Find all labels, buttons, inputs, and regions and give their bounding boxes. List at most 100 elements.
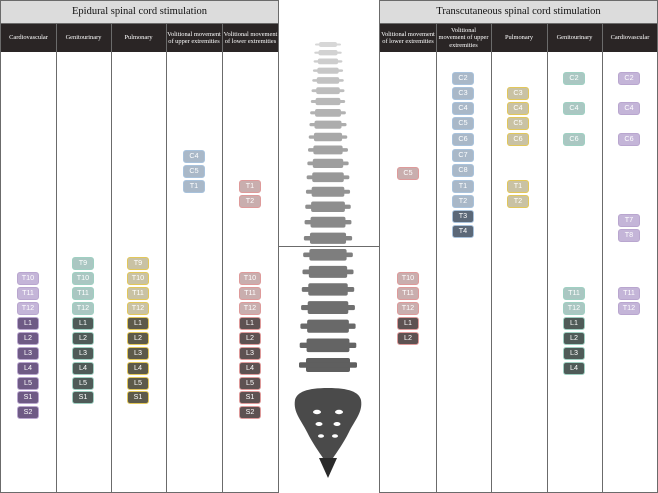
vertebra-process [310,111,346,115]
transcutaneous-upper-badge-t4: T4 [452,225,474,238]
epidural-col-pulmonary: Pulmonary [124,34,153,42]
transcutaneous-cardiovascular-badge-t7: T7 [618,214,640,227]
epidural-pulmonary-badge-t10: T10 [127,272,149,285]
epidural-genitourinary-badge-s1: S1 [72,391,94,404]
epidural-genitourinary-badge-l2: L2 [72,332,94,345]
epidural-cardiovascular-badge-l4: L4 [17,362,39,375]
transcutaneous-title: Transcutaneous spinal cord stimulation [380,1,657,24]
epidural-title: Epidural spinal cord stimulation [1,1,278,24]
epidural-upper-badge-c4: C4 [183,150,205,163]
transcutaneous-cardiovascular-badge-t11: T11 [618,287,640,300]
epidural-genitourinary-badge-l3: L3 [72,347,94,360]
epidural-cardiovascular-badge-t10: T10 [17,272,39,285]
transcutaneous-cardiovascular-badge-t8: T8 [618,229,640,242]
transcutaneous-genitourinary-badge-c6: C6 [563,133,585,146]
divider [602,24,603,492]
transcutaneous-genitourinary-badge-l4: L4 [563,362,585,375]
vertebra-process [303,235,353,241]
transcutaneous-upper-badge-t3: T3 [452,210,474,223]
epidural-pulmonary-badge-t12: T12 [127,302,149,315]
epidural-col-cardiovascular: Cardiovascular [9,34,48,42]
transcutaneous-lower-badge-t11: T11 [397,287,419,300]
epidural-col-genitourinary: Genitourinary [65,34,102,42]
epidural-pulmonary-badge-l3: L3 [127,347,149,360]
vertebrae-group [299,42,357,372]
transcutaneous-genitourinary-badge-c2: C2 [563,72,585,85]
vertebra-process [304,220,352,225]
vertebra-process [305,189,351,194]
epidural-lower-badge-s2: S2 [239,406,261,419]
transcutaneous-header-bar [380,24,657,52]
epidural-upper-badge-t1: T1 [183,180,205,193]
vertebra-process [310,100,346,103]
epidural-upper-badge-c5: C5 [183,165,205,178]
divider [279,246,379,247]
epidural-pulmonary-badge-l5: L5 [127,377,149,390]
epidural-genitourinary-badge-t11: T11 [72,287,94,300]
epidural-cardiovascular-badge-t12: T12 [17,302,39,315]
transcutaneous-col-lower: Volitional movement of lower extremities [381,30,435,45]
spine-illustration [294,42,362,478]
vertebra-process [312,69,344,72]
transcutaneous-genitourinary-badge-l1: L1 [563,317,585,330]
transcutaneous-pulmonary-badge-t2: T2 [507,195,529,208]
divider [56,24,57,492]
epidural-cardiovascular-badge-l5: L5 [17,377,39,390]
epidural-pulmonary-badge-s1: S1 [127,391,149,404]
epidural-col-upper: Volitional movement of upper extremities [167,30,221,45]
epidural-lower-badge-l4: L4 [239,362,261,375]
divider [111,24,112,492]
epidural-lower-badge-t2: T2 [239,195,261,208]
vertebra-process [301,304,355,311]
epidural-cardiovascular-badge-l3: L3 [17,347,39,360]
epidural-lower-badge-l2: L2 [239,332,261,345]
transcutaneous-lower-badge-l1: L1 [397,317,419,330]
transcutaneous-genitourinary-badge-l3: L3 [563,347,585,360]
epidural-pulmonary-badge-t9: T9 [127,257,149,270]
transcutaneous-upper-badge-c3: C3 [452,87,474,100]
transcutaneous-upper-badge-t1: T1 [452,180,474,193]
epidural-pulmonary-badge-l4: L4 [127,362,149,375]
transcutaneous-genitourinary-badge-t12: T12 [563,302,585,315]
vertebra-process [306,175,350,180]
epidural-genitourinary-badge-t9: T9 [72,257,94,270]
vertebra-process [315,43,341,46]
transcutaneous-genitourinary-badge-l2: L2 [563,332,585,345]
transcutaneous-upper-badge-c5: C5 [452,117,474,130]
epidural-genitourinary-badge-t10: T10 [72,272,94,285]
divider [166,24,167,492]
epidural-pulmonary-badge-l2: L2 [127,332,149,345]
epidural-lower-badge-t10: T10 [239,272,261,285]
vertebra-process [305,204,351,209]
epidural-cardiovascular-badge-l1: L1 [17,317,39,330]
transcutaneous-genitourinary-badge-c4: C4 [563,102,585,115]
transcutaneous-pulmonary-badge-c6: C6 [507,133,529,146]
epidural-cardiovascular-badge-l2: L2 [17,332,39,345]
divider [491,24,492,492]
transcutaneous-pulmonary-badge-c3: C3 [507,87,529,100]
epidural-pulmonary-badge-l1: L1 [127,317,149,330]
epidural-lower-badge-l3: L3 [239,347,261,360]
epidural-col-lower: Volitional movement of lower extremities [223,30,278,45]
transcutaneous-cardiovascular-badge-c4: C4 [618,102,640,115]
sacrum-icon [294,388,362,478]
vertebra-process [313,60,343,63]
transcutaneous-upper-badge-c2: C2 [452,72,474,85]
epidural-cardiovascular-badge-t11: T11 [17,287,39,300]
transcutaneous-pulmonary-badge-c5: C5 [507,117,529,130]
transcutaneous-cardiovascular-badge-c2: C2 [618,72,640,85]
epidural-cardiovascular-badge-s2: S2 [17,406,39,419]
divider [222,24,223,492]
transcutaneous-lower-badge-t12: T12 [397,302,419,315]
epidural-genitourinary-badge-l4: L4 [72,362,94,375]
transcutaneous-upper-badge-c6: C6 [452,133,474,146]
vertebra-process [314,51,342,54]
vertebra-process [308,135,348,139]
transcutaneous-upper-badge-c7: C7 [452,149,474,162]
epidural-lower-badge-l1: L1 [239,317,261,330]
divider [547,24,548,492]
vertebra-process [312,79,344,82]
divider [436,24,437,492]
epidural-lower-badge-t12: T12 [239,302,261,315]
epidural-lower-badge-l5: L5 [239,377,261,390]
